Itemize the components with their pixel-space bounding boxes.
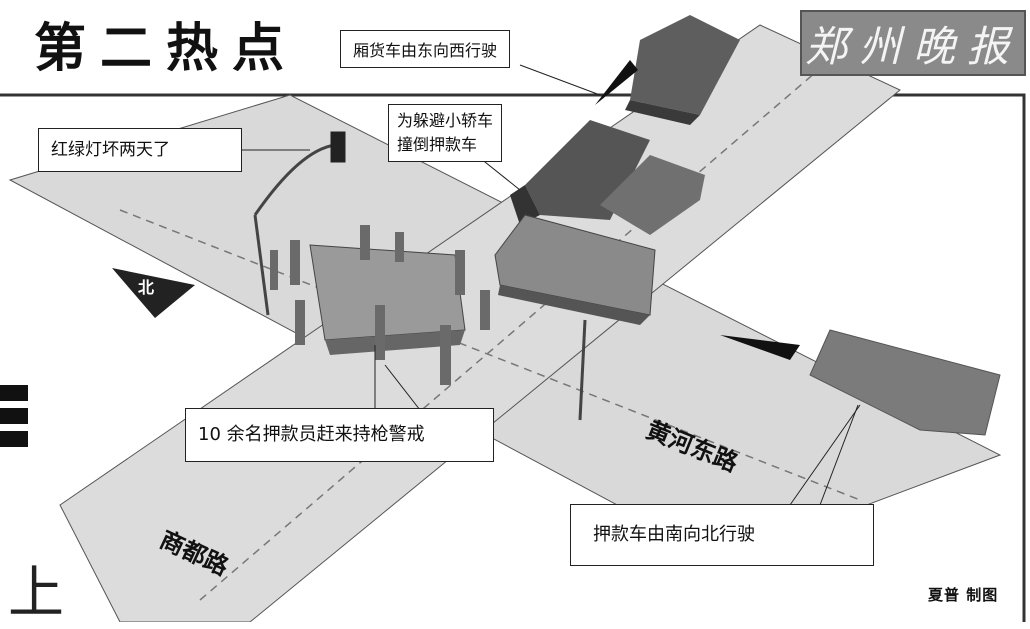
callout-truck-direction: 厢货车由东向西行驶 (340, 30, 511, 68)
credit: 夏普 制图 (928, 586, 999, 604)
arrow-west (595, 60, 638, 105)
north-arrow-icon (112, 268, 195, 318)
lane-line (119, 209, 861, 501)
callout-avoid-car-line2: 撞倒押款车 (397, 135, 478, 154)
callout-leaders (237, 64, 861, 506)
armored-van (494, 214, 656, 325)
overturned-vehicle (309, 244, 466, 355)
guards (270, 225, 490, 385)
side-bar (0, 385, 28, 401)
small-car (600, 155, 705, 235)
callout-guards: 10 余名押款员赶来持枪警戒 (185, 408, 494, 462)
box-truck (625, 15, 740, 125)
newspaper-logo: 郑州晚报 (800, 10, 1026, 76)
arrow-north-truck (720, 335, 800, 360)
callout-armored-direction: 押款车由南向北行驶 (570, 504, 874, 566)
north-label: 北 (138, 278, 154, 297)
callout-avoid-car: 为躲避小轿车 撞倒押款车 (388, 104, 503, 162)
lane-line (199, 59, 831, 601)
side-bar (0, 431, 28, 447)
callout-avoid-car-line1: 为躲避小轿车 (397, 111, 494, 130)
traffic-light (253, 131, 587, 421)
page-title: 第二热点 (34, 19, 299, 79)
callout-traffic-light: 红绿灯坏两天了 (38, 128, 242, 172)
frame-border (0, 93, 1026, 622)
side-bar (0, 408, 28, 424)
armored-truck-south (809, 329, 1001, 436)
side-character: 上 (8, 561, 64, 626)
